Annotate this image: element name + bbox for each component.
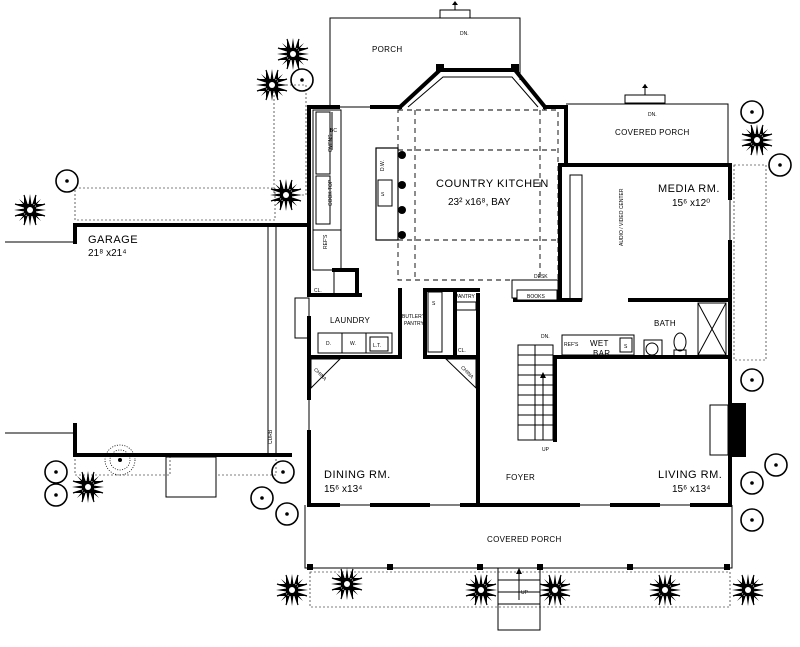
stair-dn-label: DN. [541, 334, 550, 340]
bar-sink-label: S [624, 344, 628, 350]
refs-kitchen-label: REF'S [323, 234, 329, 249]
dn-right-label: DN. [648, 112, 657, 118]
china-cabinets: CHINA CHINA [310, 358, 477, 390]
wet-label: WET [590, 339, 609, 348]
porch-top-label: PORCH [372, 45, 402, 54]
closet-label: CL. [314, 288, 322, 294]
dining-rm-label: DINING RM. [324, 469, 391, 481]
foyer-label: FOYER [506, 473, 535, 482]
living-rm-label: LIVING RM. [658, 469, 722, 481]
garage: CURB GARAGE 21⁸ x21⁴ [5, 225, 310, 455]
bar-label: BAR [593, 349, 610, 358]
cook-top-label: COOK TOP [328, 179, 334, 206]
country-kitchen: S D.W. OVENS COOK TOP REF'S BC COUNTRY K… [312, 109, 559, 301]
walls [73, 105, 746, 507]
closet-2-label: CL. [458, 348, 466, 354]
island-sink-label: S [381, 192, 385, 198]
stairs: DN. UP [517, 334, 554, 453]
porch-up-label: UP [521, 590, 529, 596]
covered-porch-bottom-label: COVERED PORCH [487, 535, 562, 544]
butlers-pantry: BUTLER'S PANTRY S PANTRY CL. [402, 291, 477, 354]
covered-porch-right: DN. COVERED PORCH [566, 84, 729, 165]
butler-sink-label: S [432, 301, 436, 307]
covered-porch-right-label: COVERED PORCH [615, 128, 690, 137]
bath: BATH [643, 302, 727, 357]
bath-label: BATH [654, 319, 676, 328]
laundry-label: LAUNDRY [330, 316, 371, 325]
audio-video-label: AUDIO / VIDEO CENTER [619, 188, 625, 246]
bc-label: BC [330, 128, 337, 134]
dw-label: D.W. [380, 160, 386, 171]
pantry-label: PANTRY [455, 294, 475, 300]
curb-label: CURB [268, 429, 274, 444]
china-left-label: CHINA [312, 367, 328, 383]
butlers-label-2: PANTRY [404, 321, 424, 327]
media-rm-dims: 15⁶ x12⁰ [672, 198, 710, 209]
media-room: MEDIA RM. 15⁶ x12⁰ [658, 183, 720, 209]
kitchen-bay [397, 64, 548, 110]
dining-rm-dims: 15⁶ x13⁴ [324, 484, 362, 495]
audio-video-center: AUDIO / VIDEO CENTER [569, 174, 625, 301]
garage-dims: 21⁸ x21⁴ [88, 248, 127, 259]
books-label: BOOKS [527, 294, 545, 300]
laundry: CL. LAUNDRY D. W. L.T. [314, 269, 393, 354]
laundry-tub-label: L.T. [373, 343, 381, 349]
landscaping [13, 37, 792, 608]
dn-top-label: DN. [460, 31, 469, 37]
stair-up-label: UP [542, 447, 550, 453]
butlers-label-1: BUTLER'S [402, 314, 427, 320]
washer-label: W. [350, 341, 356, 347]
wet-bar: REF'S WET BAR S [561, 334, 635, 358]
media-rm-label: MEDIA RM. [658, 183, 720, 195]
china-right-label: CHINA [459, 365, 475, 381]
top-porch: DN. PORCH [329, 1, 521, 105]
country-kitchen-dims: 23² x16⁸, BAY [448, 197, 511, 208]
refs-bar-label: REF'S [564, 342, 579, 348]
living-rm-dims: 15⁶ x13⁴ [672, 484, 710, 495]
dryer-label: D. [326, 341, 331, 347]
covered-porch-bottom: COVERED PORCH UP [165, 456, 733, 631]
garage-label: GARAGE [88, 234, 138, 246]
ovens-label: OVENS [328, 134, 334, 152]
country-kitchen-label: COUNTRY KITCHEN [436, 178, 549, 190]
desk-label: DESK [534, 274, 548, 280]
